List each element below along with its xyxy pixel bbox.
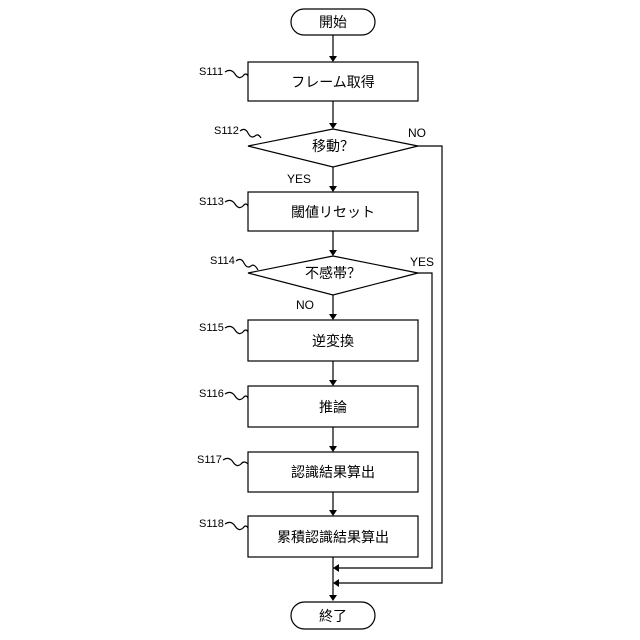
step-s116-box: 推論 bbox=[248, 386, 418, 427]
step-s118-box: 累積認識結果算出 bbox=[248, 516, 418, 557]
arrowhead-end bbox=[329, 595, 337, 601]
label-s115: S115 bbox=[199, 322, 224, 334]
step-s115-box: 逆変換 bbox=[248, 320, 418, 361]
step-s114-text: 不感帯？ bbox=[305, 265, 361, 282]
arrowhead-s118 bbox=[329, 510, 337, 516]
label-s111: S111 bbox=[199, 66, 223, 78]
arrowhead-s114-merge bbox=[333, 564, 339, 572]
step-s116-text: 推論 bbox=[319, 400, 347, 416]
arrowhead-s115 bbox=[329, 314, 337, 320]
arrowhead-s112 bbox=[329, 123, 337, 129]
arrowhead-s112-merge bbox=[333, 579, 339, 587]
end-text: 終了 bbox=[319, 609, 347, 625]
label-s113: S113 bbox=[199, 196, 224, 208]
branch-s112-yes: YES bbox=[287, 172, 311, 186]
arrowhead-s114 bbox=[329, 250, 337, 256]
arrowhead-s111 bbox=[329, 56, 337, 62]
leader-s117 bbox=[223, 458, 248, 465]
step-s117-text: 認識結果算出 bbox=[291, 465, 375, 481]
label-s112: S112 bbox=[214, 125, 239, 137]
arrowhead-s116 bbox=[329, 380, 337, 386]
step-s114-decision: 不感帯？ bbox=[248, 256, 418, 295]
leader-s114 bbox=[236, 259, 258, 270]
step-s112-text: 移動？ bbox=[312, 139, 354, 155]
step-s112-decision: 移動？ bbox=[248, 129, 418, 167]
step-s111-box: フレーム取得 bbox=[248, 62, 418, 101]
start-terminal: 開始 bbox=[291, 9, 375, 35]
leader-s115 bbox=[225, 326, 248, 333]
branch-s114-no: NO bbox=[296, 298, 314, 312]
leader-s113 bbox=[225, 200, 248, 207]
step-s115-text: 逆変換 bbox=[312, 333, 354, 350]
leader-s112 bbox=[240, 129, 261, 138]
label-s114: S114 bbox=[210, 255, 235, 267]
step-s118-text: 累積認識結果算出 bbox=[277, 530, 389, 546]
branch-s112-no: NO bbox=[408, 126, 426, 140]
step-s117-box: 認識結果算出 bbox=[248, 452, 418, 492]
leader-s111 bbox=[225, 70, 248, 77]
branch-s114-yes: YES bbox=[410, 255, 434, 269]
step-s113-box: 閾値リセット bbox=[248, 192, 418, 231]
arrowhead-s117 bbox=[329, 446, 337, 452]
label-s116: S116 bbox=[199, 388, 224, 400]
start-text: 開始 bbox=[319, 15, 347, 31]
leader-s118 bbox=[225, 522, 248, 529]
label-s117: S117 bbox=[197, 454, 222, 466]
connectors bbox=[333, 35, 442, 596]
label-s118: S118 bbox=[199, 518, 224, 530]
end-terminal: 終了 bbox=[291, 602, 375, 629]
arrowhead-s113 bbox=[329, 186, 337, 192]
leader-s116 bbox=[225, 392, 248, 399]
step-s111-text: フレーム取得 bbox=[291, 74, 375, 91]
step-s113-text: 閾値リセット bbox=[291, 205, 375, 221]
